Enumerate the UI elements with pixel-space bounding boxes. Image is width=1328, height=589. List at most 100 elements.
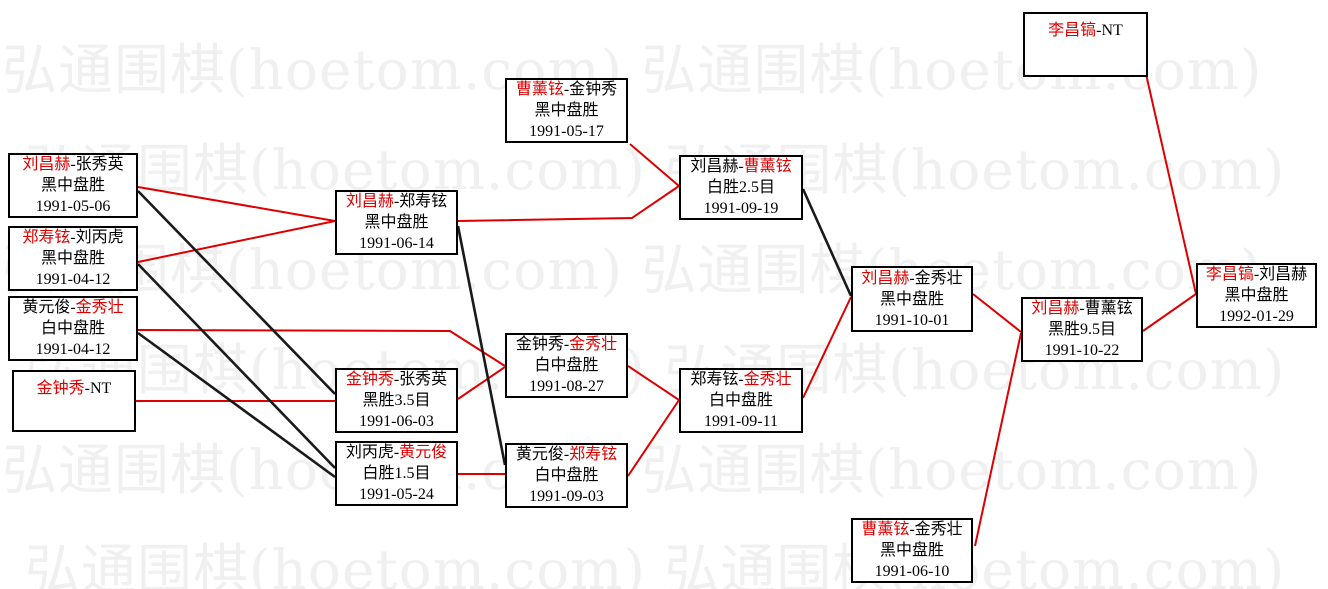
match-players: 刘昌赫-张秀英 [22, 154, 123, 175]
player-name-right: NT [90, 380, 112, 397]
player-name-left: 金钟秀 [36, 380, 85, 397]
match-box[interactable]: 刘昌赫-曹薰铉 白胜2.5目 1991-09-19 [679, 155, 803, 220]
match-result: 黑中盘胜 [40, 250, 105, 267]
player-name-right: 刘昌赫 [1259, 266, 1308, 283]
match-date: 1991-05-06 [35, 198, 111, 215]
match-date: 1991-06-03 [359, 413, 434, 430]
players-separator: - [393, 444, 400, 461]
player-name-right: 曹薰铉 [743, 158, 792, 175]
match-result: 白中盘胜 [534, 357, 599, 374]
match-box[interactable]: 刘昌赫-曹薰铉 黑胜9.5目 1991-10-22 [1021, 297, 1143, 362]
match-result: 白中盘胜 [534, 467, 599, 484]
match-result: 黑中盘胜 [534, 102, 599, 119]
match-box[interactable]: 刘昌赫-郑寿铉 黑中盘胜 1991-06-14 [335, 190, 458, 255]
player-name-right: 曹薰铉 [1084, 300, 1133, 317]
match-box[interactable]: 刘丙虎-黄元俊 白胜1.5目 1991-05-24 [335, 441, 458, 506]
player-name-right: 金秀壮 [743, 371, 792, 388]
match-result: 白中盘胜 [708, 392, 773, 409]
match-result: 白中盘胜 [40, 320, 105, 337]
match-players: 刘昌赫-曹薰铉 [1031, 298, 1132, 319]
match-box[interactable]: 金钟秀-NT [12, 370, 136, 432]
match-result: 黑中盘胜 [40, 177, 105, 194]
match-box[interactable]: 李昌镐-NT [1023, 12, 1148, 77]
match-players: 李昌镐-刘昌赫 [1206, 264, 1307, 285]
players-separator: - [563, 446, 570, 463]
match-date: 1991-04-12 [35, 271, 111, 288]
players-separator: - [84, 380, 90, 397]
match-players: 刘昌赫-金秀壮 [861, 268, 962, 289]
match-box[interactable]: 刘昌赫-张秀英 黑中盘胜 1991-05-06 [8, 153, 138, 218]
player-name-right: NT [1101, 22, 1123, 39]
player-name-left: 刘昌赫 [861, 269, 910, 287]
players-separator: - [1253, 266, 1260, 283]
player-name-left: 黄元俊 [22, 299, 71, 316]
match-date: 1991-05-24 [359, 486, 434, 503]
players-separator: - [393, 371, 400, 388]
watermark-text: 弘通围棋(hoetom.com) 弘通围棋(hoetom.com) [25, 538, 1286, 589]
players-separator: - [909, 269, 915, 287]
players-separator: - [70, 156, 76, 173]
match-box[interactable]: 金钟秀-金秀壮 白中盘胜 1991-08-27 [505, 333, 628, 398]
player-name-left: 刘丙虎 [345, 444, 394, 461]
players-separator: - [738, 371, 744, 388]
player-name-right: 黄元俊 [399, 444, 448, 461]
player-name-left: 曹薰铉 [861, 521, 910, 538]
match-result: 黑胜3.5目 [362, 392, 431, 409]
match-date: 1991-10-22 [1044, 342, 1120, 359]
match-result: 黑中盘胜 [364, 214, 429, 231]
players-separator: - [1096, 22, 1102, 39]
player-name-left: 刘昌赫 [345, 193, 394, 210]
player-name-right: 刘丙虎 [75, 229, 124, 246]
match-date: 1991-09-03 [529, 488, 604, 505]
match-box[interactable]: 黄元俊-金秀壮 白中盘胜 1991-04-12 [8, 296, 138, 361]
watermark-text: 弘通围棋(hoetom.com) 弘通围棋(hoetom.com) [25, 138, 1286, 202]
players-separator: - [909, 521, 915, 538]
match-result: 黑中盘胜 [1224, 287, 1289, 304]
player-name-left: 李昌镐 [1205, 266, 1254, 283]
match-date: 1991-04-12 [35, 341, 111, 358]
player-name-left: 郑寿铉 [22, 229, 71, 246]
player-name-left: 刘昌赫 [22, 156, 71, 173]
players-separator: - [393, 193, 400, 210]
player-name-left: 刘昌赫 [1031, 300, 1080, 317]
match-box[interactable]: 郑寿铉-刘丙虎 黑中盘胜 1991-04-12 [8, 226, 138, 291]
match-date: 1991-05-17 [529, 123, 604, 140]
match-players: 黄元俊-金秀壮 [22, 297, 123, 318]
players-separator: - [70, 229, 76, 246]
player-name-left: 金钟秀 [345, 371, 394, 388]
match-date: 1991-09-19 [703, 200, 779, 217]
player-name-left: 金钟秀 [515, 336, 564, 353]
match-box[interactable]: 黄元俊-郑寿铉 白中盘胜 1991-09-03 [505, 443, 628, 508]
match-date: 1992-01-29 [1219, 308, 1294, 325]
match-players: 刘昌赫-郑寿铉 [346, 191, 447, 212]
match-box[interactable]: 刘昌赫-金秀壮 黑中盘胜 1991-10-01 [851, 266, 973, 332]
match-players: 郑寿铉-刘丙虎 [22, 227, 123, 248]
match-players: 金钟秀-NT [37, 378, 112, 399]
player-name-right: 金钟秀 [569, 81, 618, 98]
match-date: 1991-06-14 [359, 235, 434, 252]
match-box[interactable]: 郑寿铉-金秀壮 白中盘胜 1991-09-11 [679, 368, 803, 433]
players-separator: - [738, 158, 744, 175]
match-players: 郑寿铉-金秀壮 [690, 369, 791, 390]
match-result: 黑中盘胜 [879, 290, 944, 308]
match-players: 李昌镐-NT [1048, 20, 1123, 41]
match-date: 1991-10-01 [874, 311, 950, 329]
match-box[interactable]: 曹薰铉-金秀壮 黑中盘胜 1991-06-10 [851, 518, 973, 583]
match-box[interactable]: 金钟秀-张秀英 黑胜3.5目 1991-06-03 [335, 368, 458, 433]
players-separator: - [563, 81, 570, 98]
player-name-left: 曹薰铉 [515, 81, 564, 98]
match-result: 黑胜9.5目 [1047, 321, 1116, 338]
match-box[interactable]: 李昌镐-刘昌赫 黑中盘胜 1992-01-29 [1196, 263, 1317, 328]
match-result: 黑中盘胜 [879, 542, 944, 559]
player-name-right: 郑寿铉 [399, 193, 448, 210]
player-name-left: 郑寿铉 [690, 371, 739, 388]
match-players: 刘丙虎-黄元俊 [346, 442, 447, 463]
player-name-left: 黄元俊 [515, 446, 564, 463]
players-separator: - [70, 299, 76, 316]
players-separator: - [563, 336, 570, 353]
match-players: 黄元俊-郑寿铉 [516, 444, 617, 465]
match-players: 金钟秀-金秀壮 [516, 334, 617, 355]
player-name-left: 李昌镐 [1048, 22, 1097, 39]
match-box[interactable]: 曹薰铉-金钟秀 黑中盘胜 1991-05-17 [505, 78, 628, 143]
match-players: 曹薰铉-金秀壮 [861, 519, 962, 540]
